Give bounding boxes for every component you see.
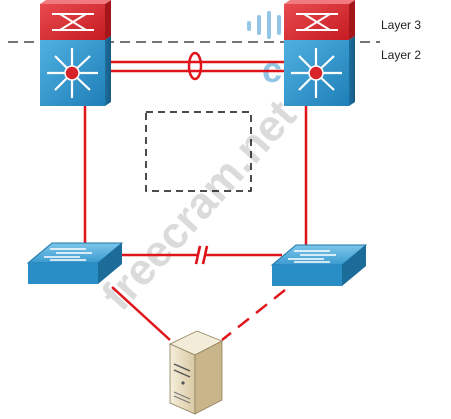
links — [83, 51, 308, 341]
link-access-left-server — [111, 286, 171, 341]
dist-switch-right — [284, 0, 355, 106]
server-icon — [169, 330, 223, 415]
link-access-right-server — [221, 289, 286, 341]
router-arrows-icon — [52, 13, 94, 31]
dist-switch-left — [40, 0, 111, 106]
access-switch-left — [26, 242, 124, 284]
layer-3-label: Layer 3 — [381, 18, 422, 32]
layer-2-label: Layer 2 — [381, 48, 422, 62]
workgroup-arrows-icon — [44, 248, 92, 261]
placeholder-box — [145, 111, 252, 192]
etherchannel-ring — [187, 51, 203, 81]
router-arrows-icon — [296, 13, 338, 31]
access-switch-right — [270, 244, 368, 286]
workgroup-arrows-icon — [288, 250, 336, 263]
